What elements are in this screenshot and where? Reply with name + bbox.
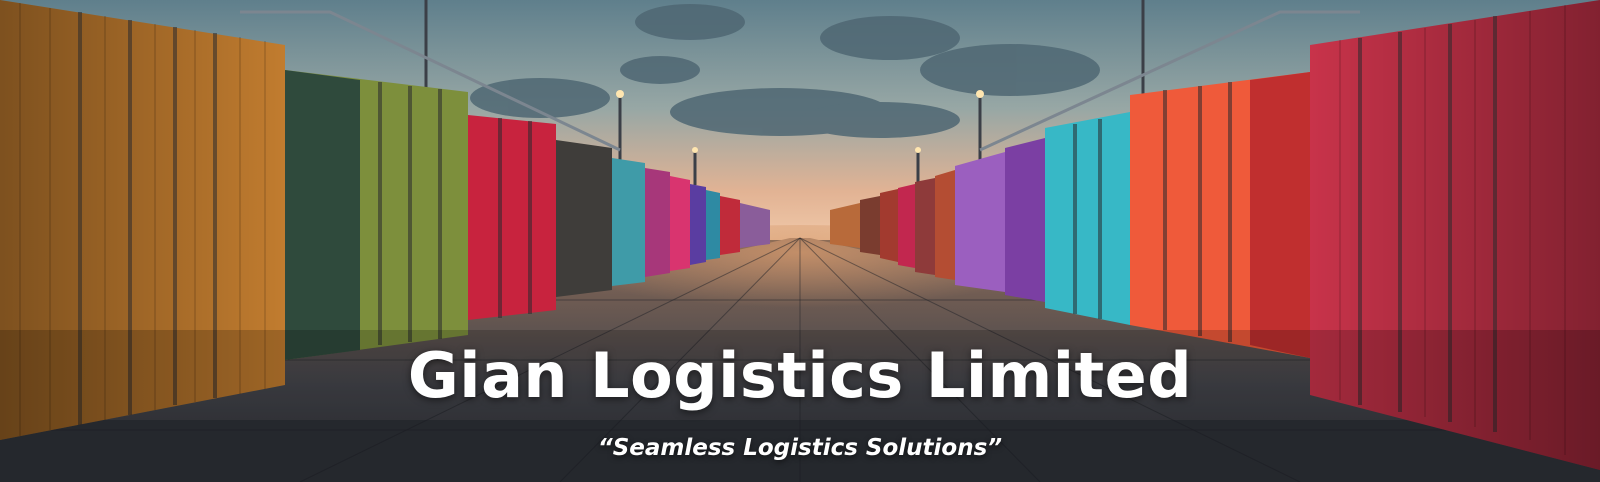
container-right-10 — [860, 196, 880, 255]
container-left-6 — [645, 168, 670, 277]
company-title: Gian Logistics Limited — [407, 339, 1193, 412]
container-right-3 — [1045, 112, 1130, 325]
top-railing — [240, 10, 1360, 152]
container-right-8 — [898, 184, 915, 268]
container-left-8 — [690, 184, 706, 265]
container-right-11 — [830, 203, 860, 248]
container-left-4 — [556, 140, 612, 297]
container-right-4 — [1005, 138, 1045, 302]
lamp-lights — [616, 90, 984, 153]
container-corrugation — [19, 3, 1566, 455]
container-right-9 — [880, 189, 898, 262]
container-left-5 — [612, 158, 645, 286]
company-tagline: “Seamless Logistics Solutions” — [597, 435, 1003, 461]
container-left-3 — [468, 115, 556, 320]
container-left-9 — [706, 190, 720, 260]
right-container-row — [830, 0, 1600, 470]
container-left-10 — [720, 196, 740, 255]
container-right-7 — [915, 178, 935, 275]
container-right-5 — [955, 152, 1005, 292]
clouds — [470, 4, 1100, 138]
container-door-bars — [78, 12, 1497, 432]
container-left-7 — [670, 176, 690, 271]
container-left-11 — [740, 203, 770, 248]
container-right-6 — [935, 170, 955, 280]
